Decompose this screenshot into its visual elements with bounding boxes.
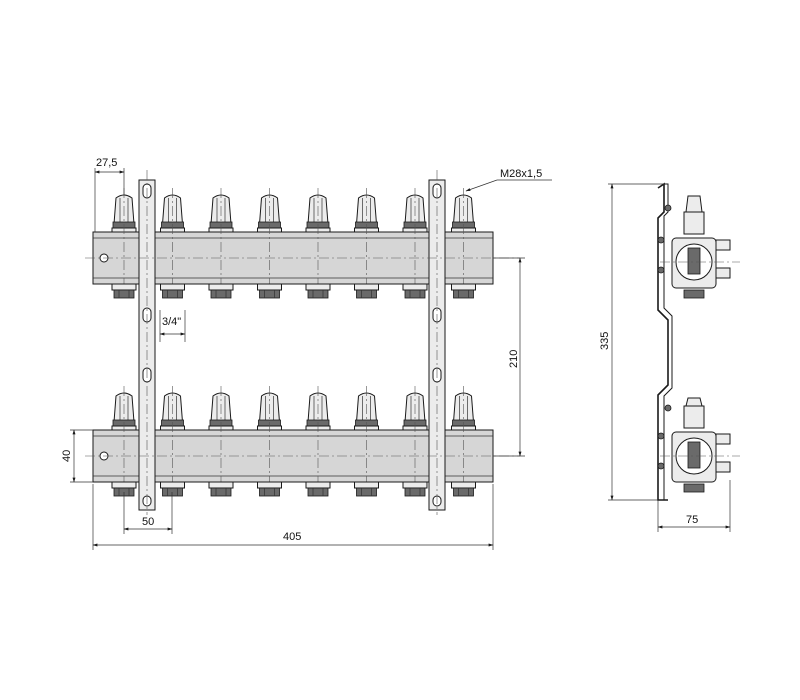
dim-405: 405 — [92, 484, 494, 550]
dim-27-5: 27,5 — [94, 157, 125, 232]
outlet-fitting — [257, 386, 282, 497]
dim-50: 50 — [123, 492, 173, 534]
side-lower-assembly — [657, 397, 731, 493]
outlet-fitting — [354, 386, 379, 497]
dim-75: 75 — [657, 480, 731, 532]
dim-27-5-label: 27,5 — [96, 157, 117, 169]
dim-40-label: 40 — [61, 450, 73, 462]
dim-335-label: 335 — [599, 332, 611, 350]
thread-callout: M28x1,5 — [465, 168, 552, 192]
dim-75-label: 75 — [686, 514, 698, 526]
outlet-fitting — [402, 386, 428, 497]
outlet-fitting — [111, 386, 137, 497]
outlet-fitting — [208, 386, 234, 497]
outlet-fitting — [160, 188, 185, 299]
outlet-fitting — [305, 386, 331, 497]
dim-405-label: 405 — [283, 531, 301, 543]
outlet-fitting — [354, 188, 379, 299]
dim-210-label: 210 — [508, 350, 520, 368]
outlet-fitting — [451, 188, 476, 299]
side-view: 335 75 — [599, 182, 740, 532]
outlet-fitting — [402, 188, 428, 299]
outlet-fitting — [305, 188, 331, 299]
dim-50-label: 50 — [142, 516, 154, 528]
thread-label: M28x1,5 — [500, 168, 542, 180]
outlet-fitting — [160, 386, 185, 497]
outlet-group — [111, 188, 476, 497]
mounting-bracket-left — [138, 170, 156, 515]
dim-inlet-label: 3/4" — [162, 316, 181, 328]
outlet-fitting — [208, 188, 234, 299]
front-view: 27,5 M28x1,5 3/4" 210 40 — [61, 157, 552, 550]
side-upper-assembly — [657, 195, 731, 299]
dim-inlet: 3/4" — [159, 310, 186, 342]
side-bracket — [657, 182, 669, 501]
dim-210: 210 — [493, 257, 525, 457]
mounting-bracket-right — [428, 170, 446, 515]
outlet-fitting — [111, 188, 137, 299]
outlet-fitting — [257, 188, 282, 299]
dim-335: 335 — [599, 183, 664, 501]
outlet-fitting — [451, 386, 476, 497]
dim-40: 40 — [61, 429, 93, 483]
